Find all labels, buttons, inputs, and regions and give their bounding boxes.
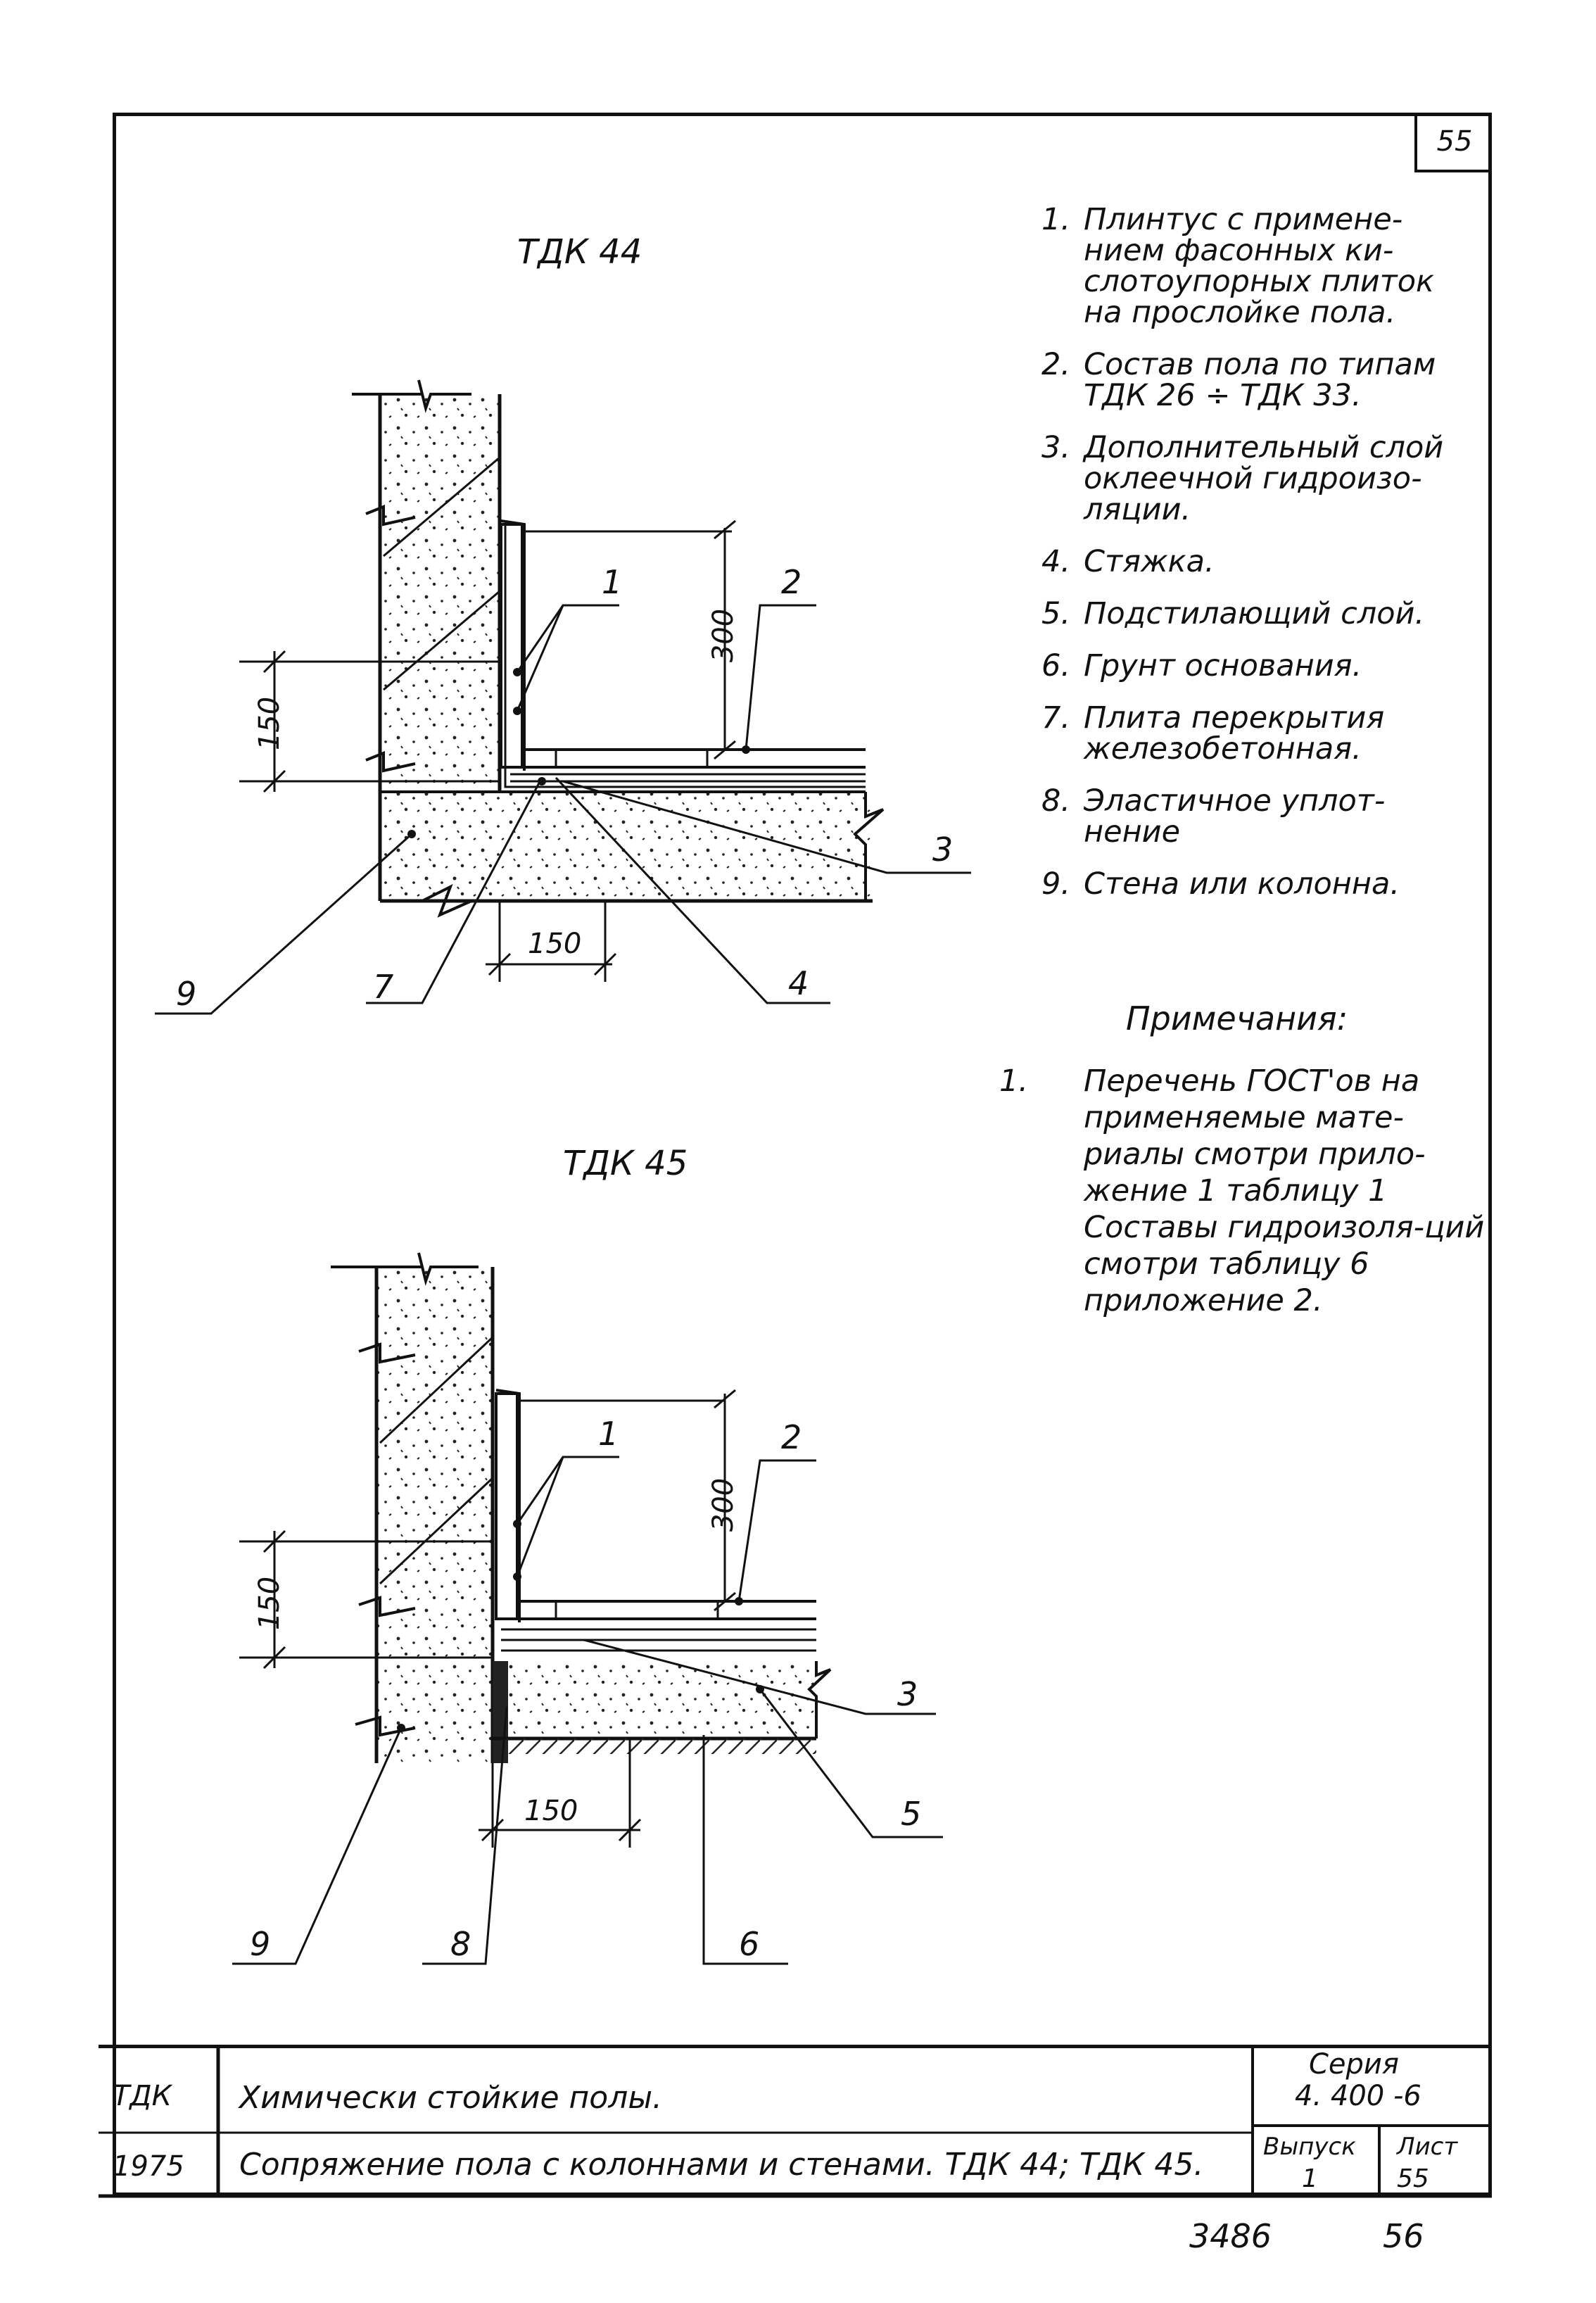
issue-value: 1 <box>1302 2164 1318 2193</box>
legend-item: 7. Плита перекрытия железобетонная. <box>1041 702 1478 764</box>
callout-b-3: 3 <box>897 1675 918 1713</box>
dim-b-150-vert: 150 <box>253 1576 286 1631</box>
sheet-value: 55 <box>1397 2164 1429 2193</box>
dim-b-300: 300 <box>707 1477 740 1532</box>
legend-text: Эластичное уплот-нение <box>1084 783 1386 850</box>
detail-b-drawing <box>232 1252 943 1965</box>
legend-item: 2. Состав пола по типам ТДК 26 ÷ ТДК 33. <box>1041 349 1478 411</box>
legend-item: 3. Дополнительный слой оклеечной гидроизо… <box>1041 432 1478 525</box>
legend-text: Стена или колонна. <box>1084 866 1400 902</box>
callout-b-5: 5 <box>901 1795 922 1833</box>
title-block <box>99 2045 1492 2196</box>
series-label: Серия <box>1309 2048 1399 2081</box>
dim-a-150-horiz: 150 <box>528 928 582 960</box>
legend-text: Стяжка. <box>1084 544 1215 579</box>
legend-item: 5. Подстилающий слой. <box>1041 598 1478 629</box>
slab-a <box>380 792 873 901</box>
callout-a-4: 4 <box>788 964 809 1002</box>
callout-b-8: 8 <box>450 1925 471 1963</box>
wall-b <box>376 1267 493 1763</box>
legend-text: Состав пола по типам ТДК 26 ÷ ТДК 33. <box>1084 347 1436 413</box>
legend-num: 3. <box>1041 430 1071 465</box>
dim-a-300: 300 <box>707 608 740 663</box>
legend-text: Плита перекрытия железобетонная. <box>1084 700 1385 766</box>
legend: 1. Плинтус с примене-нием фасонных ки-сло… <box>1041 204 1478 921</box>
legend-text: Грунт основания. <box>1084 648 1362 683</box>
detail-a-title: ТДК 44 <box>517 232 642 272</box>
callout-a-9: 9 <box>176 975 197 1013</box>
legend-num: 1. <box>1041 202 1071 237</box>
note-text: Перечень ГОСТ'ов на применяемые мате-риа… <box>1084 1064 1485 1318</box>
legend-text: Плинтус с примене-нием фасонных ки-слото… <box>1084 202 1435 330</box>
legend-num: 9. <box>1041 866 1071 902</box>
legend-num: 7. <box>1041 700 1071 736</box>
legend-item: 4. Стяжка. <box>1041 546 1478 577</box>
sheet-number-box: 55 <box>1414 113 1492 172</box>
legend-num: 2. <box>1041 347 1071 382</box>
legend-num: 5. <box>1041 596 1071 631</box>
legend-item: 9. Стена или колонна. <box>1041 869 1478 900</box>
title-block-line2: Сопряжение пола с колоннами и стенами. Т… <box>239 2147 1204 2183</box>
legend-item: 1. Плинтус с примене-нием фасонных ки-сло… <box>1041 204 1478 328</box>
notes-heading: Примечания: <box>1126 999 1348 1037</box>
detail-b-title: ТДК 45 <box>563 1144 688 1183</box>
legend-num: 4. <box>1041 544 1071 579</box>
legend-num: 8. <box>1041 783 1071 819</box>
legend-item: 6. Грунт основания. <box>1041 650 1478 681</box>
legend-text: Дополнительный слой оклеечной гидроизо-л… <box>1084 430 1444 527</box>
series-value: 4. 400 -6 <box>1295 2080 1421 2112</box>
title-block-code: ТДК <box>113 2080 172 2112</box>
note-num: 1. <box>999 1064 1029 1099</box>
dim-b-150-horiz: 150 <box>524 1795 578 1827</box>
callout-b-2: 2 <box>781 1418 802 1456</box>
legend-item: 8. Эластичное уплот-нение <box>1041 785 1478 847</box>
legend-text: Подстилающий слой. <box>1084 596 1425 631</box>
title-block-line1: Химически стойкие полы. <box>239 2080 663 2116</box>
archive-number: 3486 <box>1189 2217 1272 2255</box>
note-item: 1. Перечень ГОСТ'ов на применяемые мате-… <box>999 1063 1485 1319</box>
callout-a-3: 3 <box>932 831 954 869</box>
page-number: 56 <box>1383 2217 1424 2255</box>
callout-a-7: 7 <box>373 968 394 1006</box>
callout-a-1: 1 <box>602 563 623 601</box>
callout-b-9: 9 <box>250 1925 271 1963</box>
underlayer-b <box>508 1661 818 1739</box>
callout-a-2: 2 <box>781 563 802 601</box>
dim-a-150-vert: 150 <box>253 696 286 751</box>
legend-num: 6. <box>1041 648 1071 683</box>
callout-b-1: 1 <box>598 1415 619 1453</box>
title-block-year: 1975 <box>113 2150 184 2183</box>
callout-b-6: 6 <box>739 1925 760 1963</box>
detail-a-drawing <box>155 379 971 1015</box>
issue-label: Выпуск <box>1263 2133 1356 2161</box>
sheet-label: Лист <box>1397 2133 1458 2161</box>
